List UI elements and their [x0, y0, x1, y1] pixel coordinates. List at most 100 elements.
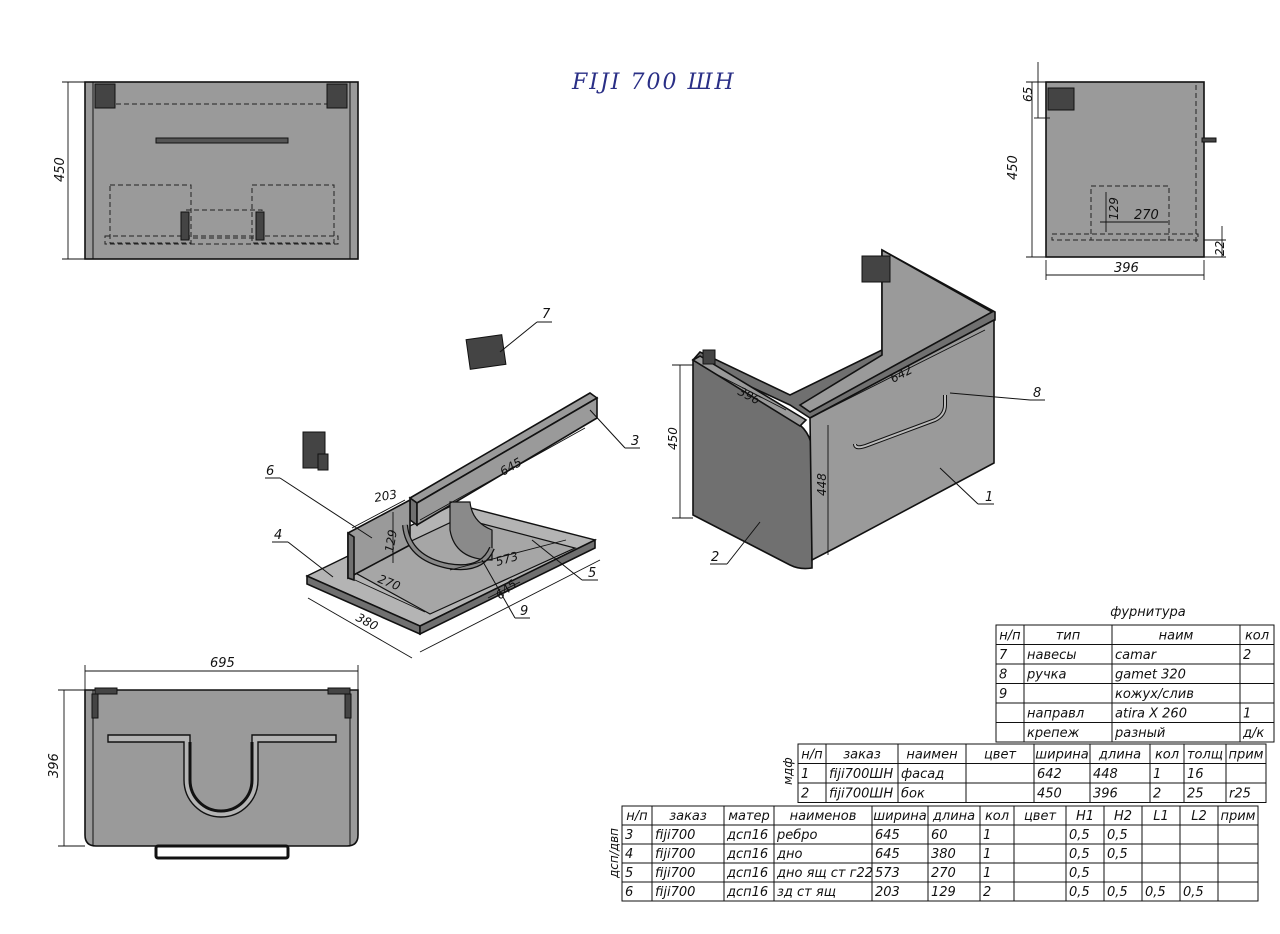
hardware-table-cell: ручка — [1026, 668, 1066, 683]
mdf-table-cell: 396 — [1093, 787, 1118, 802]
handle-icon — [1201, 137, 1217, 143]
dsp-table-header-cell: кол — [985, 809, 1009, 824]
callout-5: 5 — [588, 566, 596, 581]
mdf-table-header-cell: прим — [1228, 748, 1263, 763]
hinge-icon — [861, 255, 891, 283]
side-bottom-dim: 22 — [1213, 241, 1227, 256]
hinge-icon — [327, 687, 351, 695]
hardware-table-caption: фурнитура — [1110, 605, 1186, 620]
callout-7: 7 — [542, 307, 551, 322]
mdf-table-cell: fiji700ШН — [829, 787, 893, 802]
drawer-dim-573: 573 — [494, 549, 520, 569]
front-view: 450 — [53, 81, 359, 260]
callout-8: 8 — [1033, 386, 1041, 401]
side-drawer-w-dim: 270 — [1134, 208, 1159, 223]
dsp-table-cell: 1 — [983, 828, 991, 843]
hinge-icon — [702, 349, 716, 365]
side-drawer-h-dim: 129 — [1107, 197, 1121, 220]
dsp-table-header-cell: H1 — [1076, 809, 1094, 824]
hardware-table-cell: д/к — [1242, 726, 1264, 741]
mdf-table-header-cell: цвет — [984, 748, 1017, 763]
dsp-table-cell: дсп16 — [726, 847, 768, 862]
dsp-table-cell: 645 — [875, 828, 900, 843]
dsp-table-cell: 6 — [625, 885, 633, 900]
top-width-dim: 695 — [210, 656, 235, 671]
top-view: 695 396 — [47, 656, 359, 860]
callout-1: 1 — [985, 490, 993, 505]
dsp-table-cell: дсп16 — [726, 828, 768, 843]
hardware-table-header-cell: н/п — [999, 629, 1021, 644]
dsp-table-cell: 203 — [875, 885, 900, 900]
dsp-table-cell: ребро — [776, 828, 818, 843]
dsp-table-header-cell: H2 — [1114, 809, 1132, 824]
mdf-table-cell: 16 — [1187, 767, 1204, 782]
dsp-table-cell: 1 — [983, 866, 991, 881]
mdf-table-cell: 1 — [801, 767, 809, 782]
mdf-table-side-label: мдф — [781, 757, 795, 785]
hardware-table-cell: крепеж — [1027, 726, 1080, 741]
mdf-table-cell: 448 — [1093, 767, 1118, 782]
dsp-table-cell: 380 — [931, 847, 956, 862]
mdf-table-cell: r25 — [1229, 787, 1251, 802]
side-width-dim: 396 — [1114, 261, 1139, 276]
dsp-table-header-cell: заказ — [669, 809, 707, 824]
front-height-dim: 450 — [53, 157, 68, 182]
callout-9: 9 — [520, 604, 528, 619]
dsp-table-header-cell: матер — [728, 809, 770, 824]
dsp-table-cell: 0,5 — [1107, 828, 1128, 843]
dsp-table-cell: fiji700 — [655, 847, 695, 862]
mdf-table-header-cell: ширина — [1035, 748, 1089, 763]
dsp-table-cell: 1 — [983, 847, 991, 862]
dsp-table-cell: дно ящ ст г22 — [776, 866, 873, 881]
dsp-table-cell: 4 — [625, 847, 633, 862]
mdf-table-cell: fiji700ШН — [829, 767, 893, 782]
hardware-table-cell: навесы — [1027, 648, 1077, 663]
hardware-table-cell: gamet 320 — [1115, 668, 1186, 683]
hardware-table-header-cell: кол — [1245, 629, 1269, 644]
hardware-table-cell: atira X 260 — [1115, 707, 1187, 722]
cabinet-dim-450: 450 — [666, 427, 680, 450]
hardware-table-cell: кожух/слив — [1115, 687, 1194, 702]
side-view: 450 65 129 270 22 396 — [1006, 62, 1227, 280]
dsp-table-cell: дсп16 — [726, 885, 768, 900]
mdf-table-cell: 1 — [1153, 767, 1161, 782]
dsp-table-cell: дно — [776, 847, 802, 862]
dsp-table-cell: fiji700 — [655, 885, 695, 900]
dsp-table-cell: fiji700 — [655, 828, 695, 843]
cabinet-iso-view: 396 642 450 448 — [666, 248, 996, 570]
drawer-dim-129: 129 — [382, 529, 400, 554]
hinge-icon — [326, 83, 348, 109]
hinge-icon — [1047, 87, 1075, 111]
hardware-table-cell: направл — [1027, 707, 1084, 722]
dsp-table-cell: 0,5 — [1069, 885, 1090, 900]
dsp-table-cell: 573 — [875, 866, 900, 881]
dsp-table-header-cell: L2 — [1191, 809, 1207, 824]
hardware-table-cell: camar — [1115, 648, 1158, 663]
hardware-table-cell: разный — [1114, 726, 1165, 741]
dsp-table-cell: 0,5 — [1069, 847, 1090, 862]
hardware-table-cell: 7 — [999, 648, 1008, 663]
dsp-table-cell: дсп16 — [726, 866, 768, 881]
handle-icon — [155, 137, 289, 144]
callout-6: 6 — [266, 464, 274, 479]
hardware-table-cell: 1 — [1243, 707, 1251, 722]
hardware-table-header-cell: тип — [1056, 629, 1081, 644]
hardware-table-cell: 2 — [1243, 648, 1251, 663]
callout-3: 3 — [631, 434, 639, 449]
drawer-dim-203: 203 — [373, 487, 398, 505]
handle-icon — [154, 844, 290, 860]
hardware-table-header-cell: наим — [1159, 629, 1194, 644]
dsp-table-cell: 2 — [983, 885, 991, 900]
dsp-table-cell: 5 — [625, 866, 633, 881]
mdf-table-header-cell: н/п — [801, 748, 823, 763]
mdf-table-header-cell: заказ — [843, 748, 881, 763]
callout-4: 4 — [274, 528, 282, 543]
dsp-table-cell: 3 — [625, 828, 633, 843]
callouts: 7 3 6 4 5 9 8 1 2 — [265, 307, 1045, 619]
mdf-table-cell: фасад — [901, 767, 944, 782]
side-height-dim: 450 — [1006, 155, 1021, 180]
dsp-table-header-cell: длина — [932, 809, 975, 824]
